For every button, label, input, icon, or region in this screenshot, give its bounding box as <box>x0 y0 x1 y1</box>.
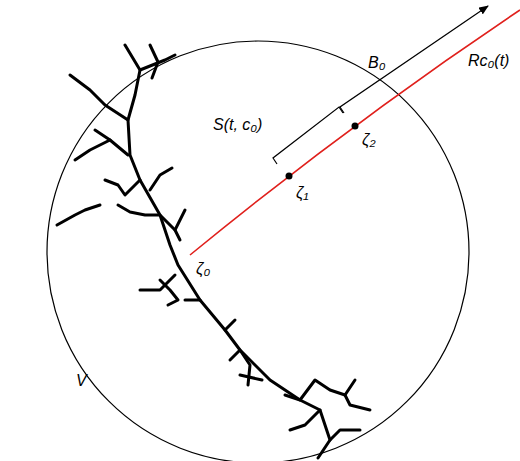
point-label: ζ₂ <box>362 131 376 149</box>
point-marker <box>286 173 293 180</box>
length-bracket <box>273 107 343 164</box>
region-label: V <box>76 372 87 390</box>
point-label: ζ₀ <box>196 260 210 278</box>
direction-arrow <box>340 6 488 113</box>
curve-label: Rc₀(t) <box>468 52 509 70</box>
domain-circle <box>47 41 469 461</box>
fractal-tree <box>57 45 370 458</box>
length-label: B₀ <box>368 54 385 72</box>
point-marker <box>352 123 359 130</box>
ray-curve <box>190 10 520 255</box>
length-label: S(t, c₀) <box>213 116 262 134</box>
point-label: ζ₁ <box>296 184 308 202</box>
